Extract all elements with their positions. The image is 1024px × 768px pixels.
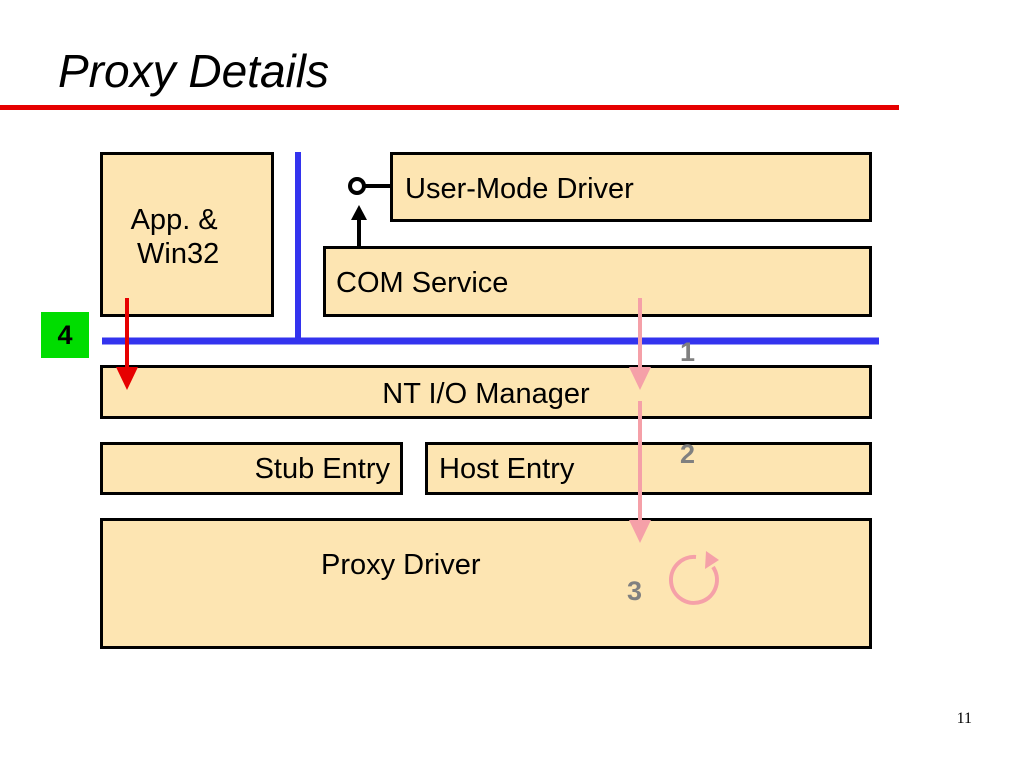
stub-entry-box: Stub Entry (100, 442, 403, 495)
nt-io-manager-label: NT I/O Manager (382, 378, 590, 410)
com-to-interface-arrowhead (351, 205, 367, 220)
interface-lollipop-icon (348, 177, 366, 195)
step-3-label: 3 (627, 576, 643, 606)
title-rule (0, 105, 899, 110)
proxy-driver-box: Proxy Driver (100, 518, 872, 649)
proxy-driver-label: Proxy Driver (321, 549, 481, 581)
step-4-badge: 4 (41, 312, 89, 358)
page-number: 11 (956, 710, 972, 727)
user-mode-driver-box: User-Mode Driver (390, 152, 872, 222)
nt-io-manager-box: NT I/O Manager (100, 365, 872, 419)
user-mode-driver-label: User-Mode Driver (405, 173, 634, 205)
com-service-label: COM Service (336, 267, 509, 299)
step-2-label: 2 (680, 439, 696, 469)
app-win32-box: App. & Win32 (100, 152, 274, 317)
stub-entry-label: Stub Entry (254, 453, 390, 485)
app-win32-label: App. & Win32 (130, 204, 220, 270)
host-entry-box: Host Entry (425, 442, 872, 495)
slide-title: Proxy Details (58, 45, 329, 97)
com-service-box: COM Service (323, 246, 872, 317)
host-entry-label: Host Entry (439, 453, 575, 485)
step-1-label: 1 (680, 337, 696, 367)
